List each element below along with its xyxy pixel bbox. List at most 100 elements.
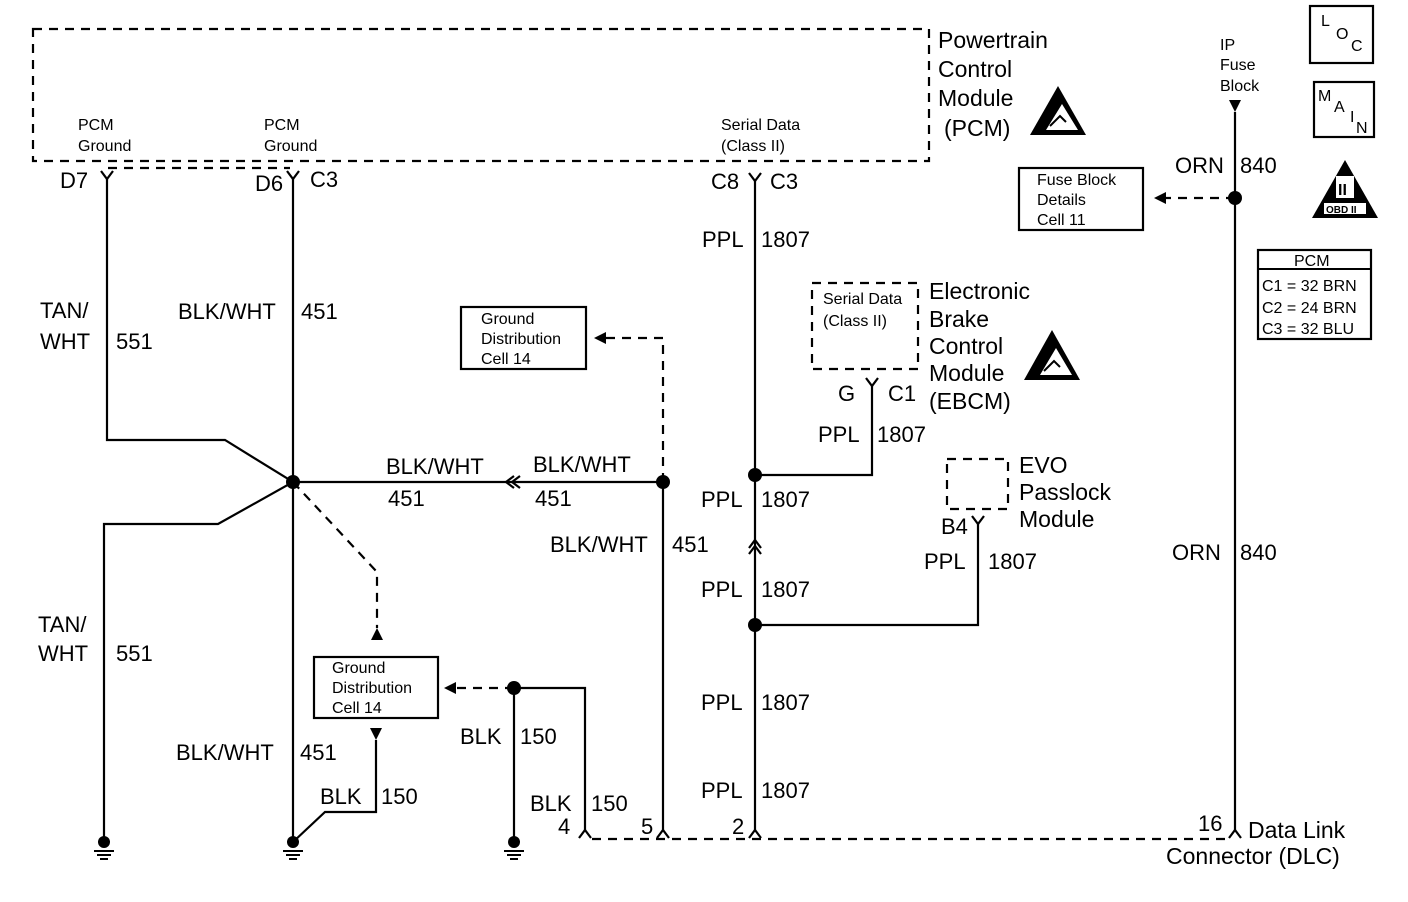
esd-warning-icon [1024,330,1080,380]
pcm-module-box [31,27,931,163]
wire-number: 150 [520,724,557,749]
ground-distribution-label: Distribution [481,331,561,348]
dlc-pin: 5 [641,814,653,839]
dlc-pin: 2 [732,814,744,839]
splice-point [1228,191,1242,205]
wire-color: PPL [701,487,743,512]
pcm-title-2: Control [938,56,1012,82]
wire-number: 451 [672,532,709,557]
svg-text:O: O [1336,26,1348,43]
pcm-pin-label: (Class II) [721,138,785,155]
ip-fuse-label: IP [1220,37,1235,54]
svg-text:A: A [1334,99,1345,116]
wire-color: WHT [38,641,88,666]
pcm-title-3: Module [938,85,1013,111]
ebcm-title: Electronic [929,278,1030,304]
wire-number: 1807 [761,577,810,602]
ground-distribution-box[interactable] [459,305,588,371]
wire-number: 840 [1240,540,1277,565]
wire-number: 451 [535,486,572,511]
ground-distribution-label: Distribution [332,680,412,697]
wire-color: ORN [1175,153,1224,178]
wire-number: 1807 [761,778,810,803]
wire-number: 451 [300,740,337,765]
ground-distribution-label: Cell 14 [332,700,382,717]
ebcm-pin-connector: C1 [888,381,916,406]
ebcm-module-box [810,281,920,371]
pin-c8: C8 [711,169,739,194]
esd-warning-icon [1030,86,1086,135]
ground-icon [283,836,303,860]
wire-color: BLK/WHT [533,452,631,477]
wire-color: BLK/WHT [550,532,648,557]
wire-color: BLK/WHT [178,299,276,324]
ebcm-inner-label: (Class II) [823,313,887,330]
wire-color: BLK/WHT [386,454,484,479]
splice-point [748,468,762,482]
wire-number: 1807 [988,549,1037,574]
wire-number: 451 [388,486,425,511]
fuse-block-details-label: Fuse Block [1037,172,1117,189]
pcm-pin-label: Ground [264,138,317,155]
fuse-block-details-label: Details [1037,192,1086,209]
ppl-wire [755,386,874,477]
wire-number: 1807 [761,227,810,252]
ground-icon [504,836,524,860]
main-icon: M A I N [1312,80,1376,139]
pin-d6-connector: C3 [310,167,338,192]
wire-number: 840 [1240,153,1277,178]
pcm-title-1: Powertrain [938,27,1048,53]
wire-number: 1807 [761,487,810,512]
ebcm-title: Brake [929,306,989,332]
svg-text:C1 = 32 BRN: C1 = 32 BRN [1262,278,1357,295]
wire-color: PPL [701,577,743,602]
pcm-title-4: (PCM) [944,115,1010,141]
obd-ii-icon: II OBD II [1312,160,1378,218]
evo-title: Module [1019,506,1094,532]
svg-text:N: N [1356,120,1368,137]
ground-distribution-label: Cell 14 [481,351,531,368]
splice-point [748,618,762,632]
evo-module-box [945,457,1010,511]
pcm-connector-table: PCM C1 = 32 BRN C2 = 24 BRN C3 = 32 BLU [1256,248,1373,341]
svg-text:PCM: PCM [1294,253,1330,270]
wire-color: ORN [1172,540,1221,565]
fuse-block-details-box[interactable] [1017,166,1145,232]
ip-fuse-label: Fuse [1220,57,1256,74]
ebcm-title: Control [929,333,1003,359]
svg-text:II: II [1338,182,1347,199]
wire-color: PPL [924,549,966,574]
blk-wire [514,686,587,830]
svg-text:L: L [1321,13,1330,30]
pcm-pin-label: Serial Data [721,117,800,134]
splice-point [507,681,521,695]
wire-color: PPL [702,227,744,252]
wire-color: BLK [530,791,572,816]
ground-icon [94,836,114,860]
wire-color: PPL [701,690,743,715]
wire-number: 551 [116,329,153,354]
wire-color: BLK [320,784,362,809]
ground-distribution-label: Ground [332,660,385,677]
blk-wire [292,740,378,843]
pin-d6: D6 [255,171,283,196]
ground-distribution-box[interactable] [312,655,440,720]
wire-color: BLK/WHT [176,740,274,765]
pcm-pin-label: PCM [264,117,300,134]
ground-distribution-label: Ground [481,311,534,328]
pin-c8-connector: C3 [770,169,798,194]
wire-color: PPL [701,778,743,803]
svg-text:C: C [1351,38,1363,55]
pcm-pin-label: Ground [78,138,131,155]
wire-color: TAN/ [38,612,87,637]
dlc-pin: 16 [1198,811,1222,836]
wire-color: PPL [818,422,860,447]
wire-number: 451 [301,299,338,324]
ip-fuse-label: Block [1220,78,1260,95]
evo-pin: B4 [941,514,968,539]
wire-color: TAN/ [40,298,89,323]
svg-text:C2 = 24 BRN: C2 = 24 BRN [1262,300,1357,317]
fuse-block-details-label: Cell 11 [1037,212,1086,229]
dlc-title: Connector (DLC) [1166,843,1340,869]
